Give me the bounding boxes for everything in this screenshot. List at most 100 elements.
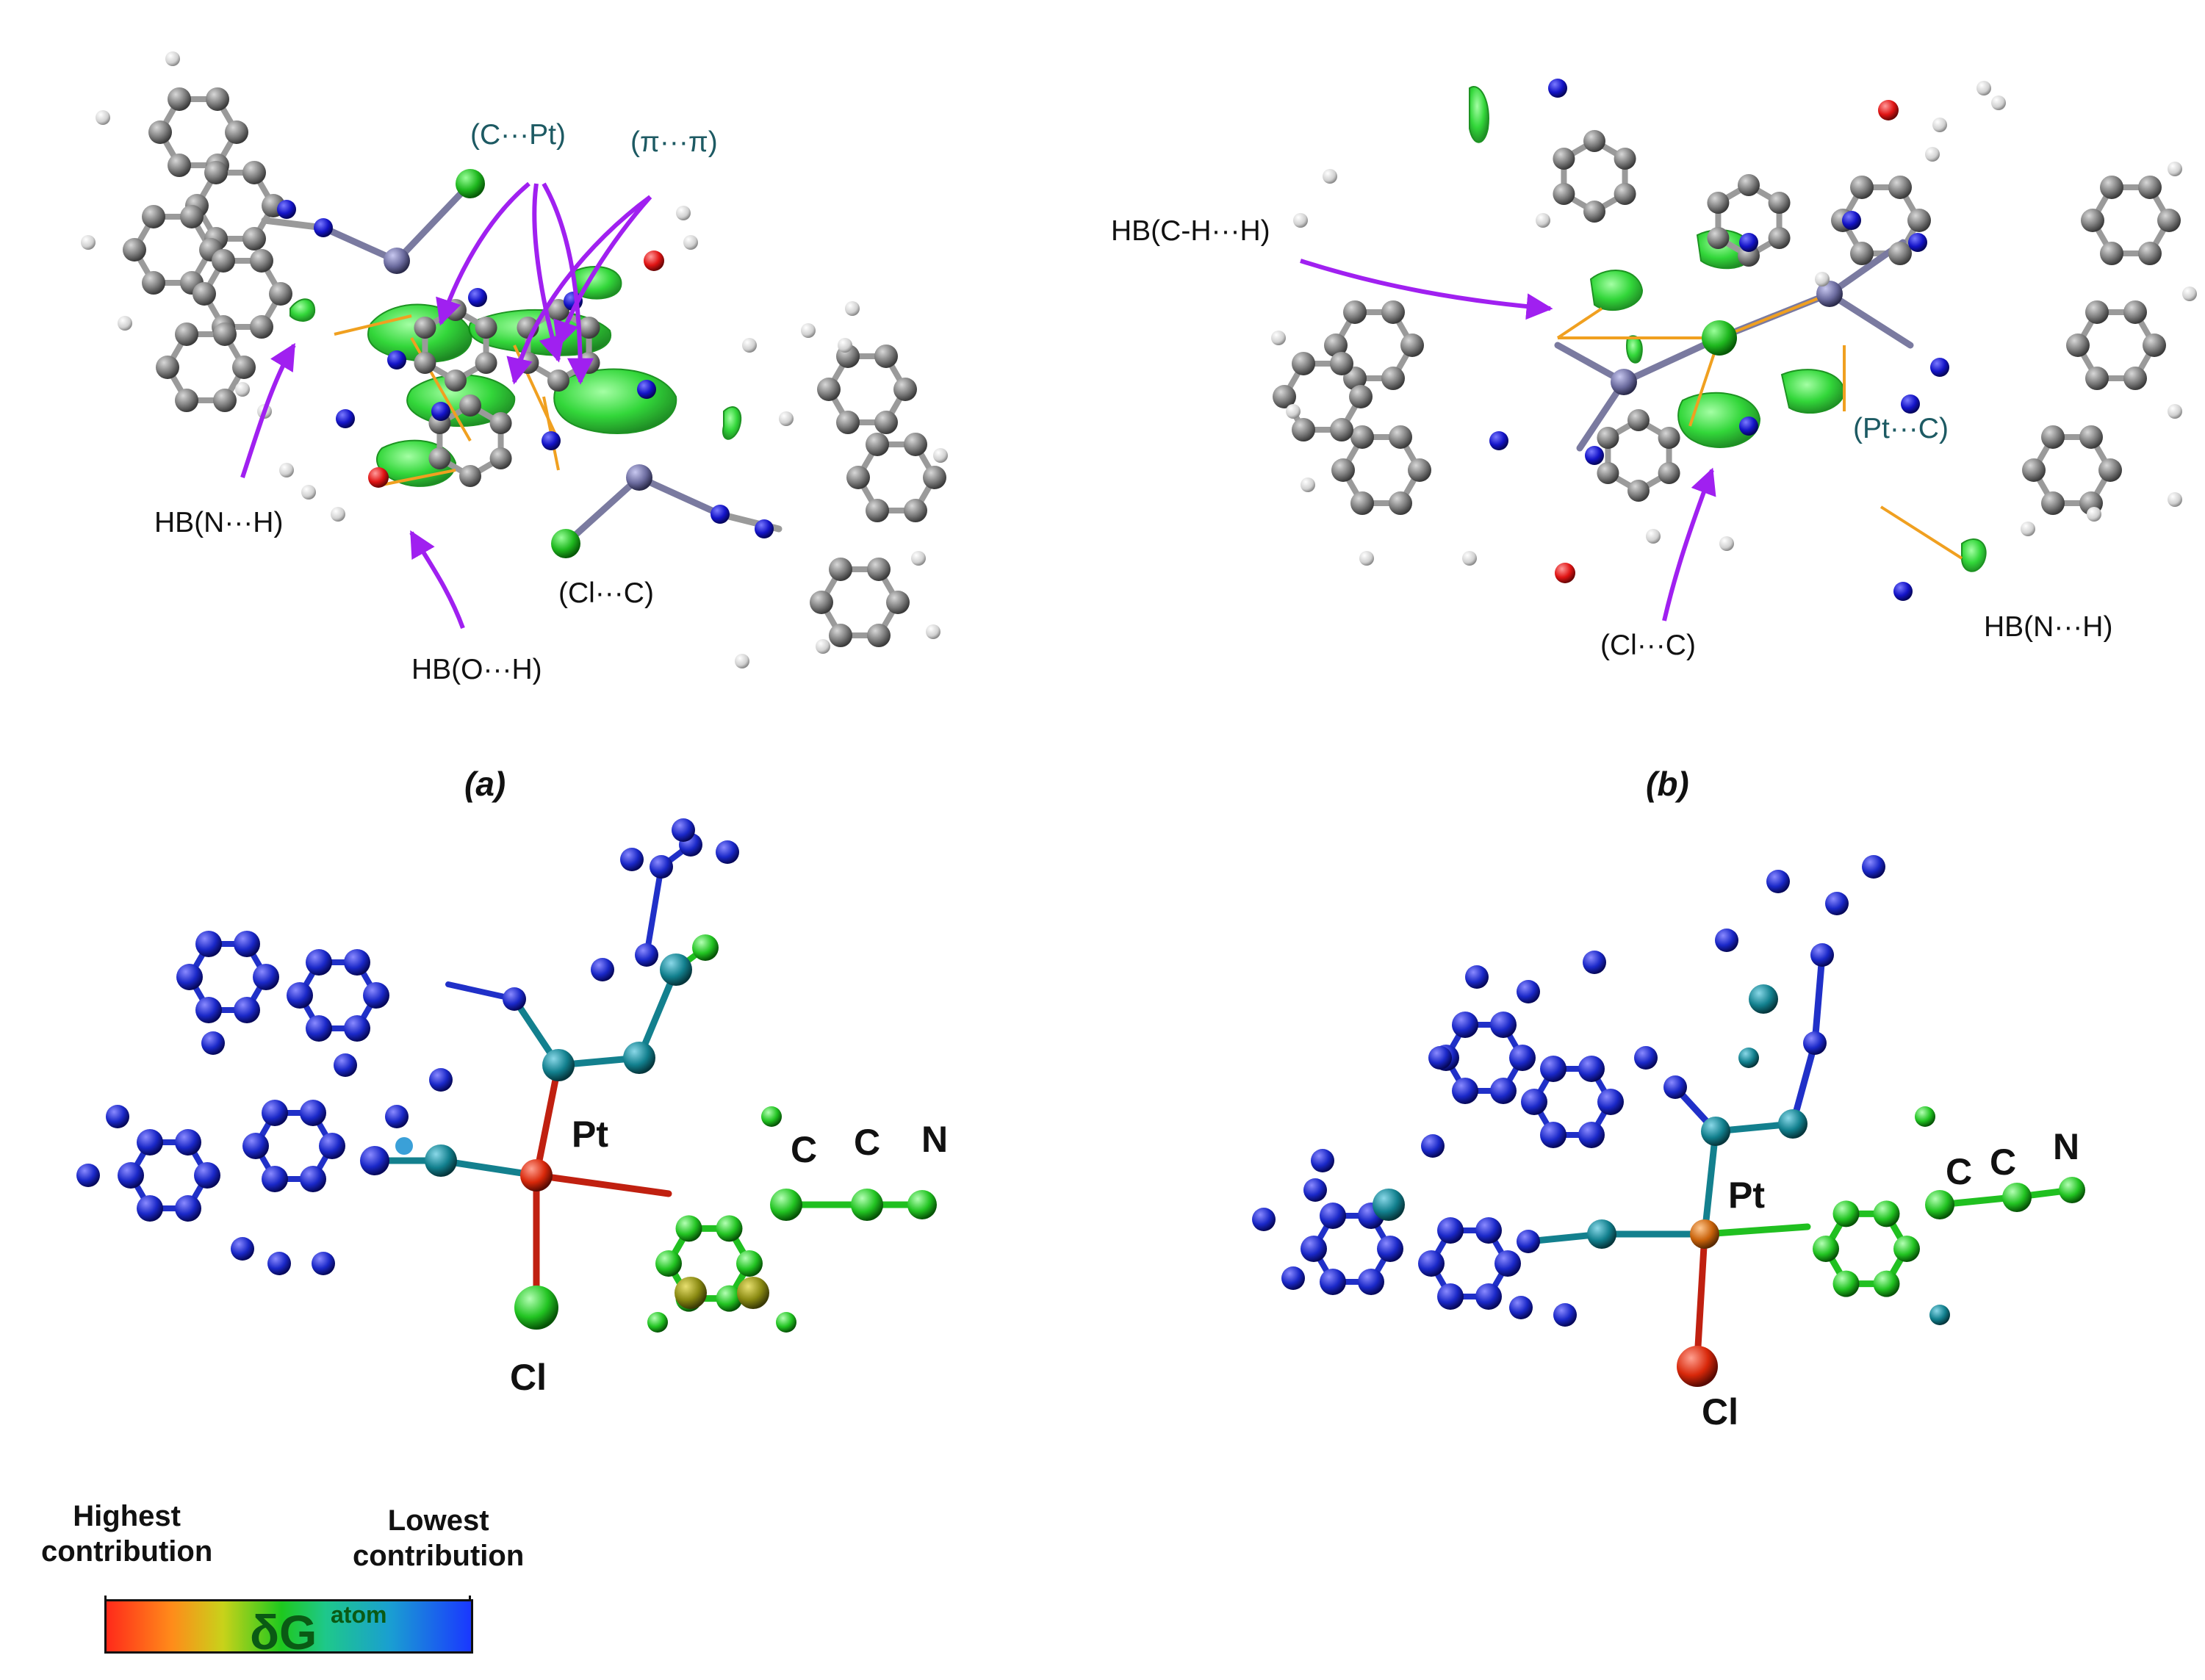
fragment-atom <box>716 1215 743 1242</box>
contribution-atom <box>907 1190 937 1219</box>
annotation-pi-pi: (π···π) <box>630 126 718 158</box>
carbon-atom <box>206 87 229 111</box>
fragment-atom <box>306 948 332 976</box>
carbon-atom <box>2123 300 2147 324</box>
contribution-pt-atom <box>1690 1219 1719 1249</box>
contribution-atom <box>737 1277 769 1309</box>
contribution-cl-atom <box>514 1286 558 1330</box>
contribution-atom <box>360 1146 389 1175</box>
carbon-atom <box>810 591 833 614</box>
contribution-atom <box>716 840 739 864</box>
contribution-atom <box>1663 1075 1687 1099</box>
nitrogen-atom <box>1901 394 1920 414</box>
fragment-atom <box>1832 1270 1860 1297</box>
carbon-atom <box>1389 491 1412 516</box>
carbon-atom <box>1350 425 1374 449</box>
carbon-atom <box>168 87 191 111</box>
carbon-atom <box>1707 192 1730 214</box>
bond-path <box>1880 505 1963 560</box>
contribution-atom <box>1715 929 1738 952</box>
carbon-atom <box>489 447 512 469</box>
oxygen-atom <box>368 467 389 488</box>
contribution-atom <box>1929 1305 1950 1325</box>
fragment-atom <box>306 1015 332 1042</box>
nitrogen-atom <box>431 402 450 421</box>
hydrogen-atom <box>1286 404 1301 419</box>
carbon-atom <box>459 465 481 487</box>
carbon-atom <box>175 389 198 413</box>
fragment-atom <box>1320 1269 1346 1296</box>
contribution-atom <box>635 943 658 967</box>
nitrogen-atom <box>1548 79 1567 98</box>
carbon-atom <box>475 352 497 374</box>
contribution-atom <box>692 934 719 961</box>
carbon-atom <box>1553 148 1575 170</box>
fragment-atom <box>1578 1122 1605 1149</box>
bond <box>533 1061 562 1179</box>
fragment-atom <box>1873 1270 1900 1297</box>
contribution-atom <box>1915 1106 1935 1127</box>
fragment-atom <box>716 1285 743 1312</box>
contribution-atom <box>1252 1208 1276 1231</box>
carbon-atom <box>2138 242 2162 266</box>
carbon-atom <box>886 591 910 614</box>
contribution-atom <box>1421 1134 1445 1158</box>
carbon-atom <box>242 227 266 251</box>
bond <box>1701 1223 1811 1238</box>
contribution-atom <box>1925 1190 1954 1219</box>
nitrogen-atom <box>1489 431 1508 450</box>
nitrogen-atom <box>314 218 333 237</box>
bond <box>1701 1128 1719 1238</box>
carbon-atom <box>269 282 292 306</box>
carbon-atom <box>1292 418 1315 442</box>
hydrogen-atom <box>1991 95 2006 110</box>
annotation-pt-c-b: (Pt···C) <box>1853 413 1949 444</box>
contribution-atom <box>1862 855 1885 879</box>
bond-path <box>1719 292 1830 339</box>
atom-label-c2-right: C <box>1990 1142 2017 1183</box>
fragment-atom <box>1377 1236 1403 1262</box>
legend-lowest-line1: Lowest <box>387 1504 489 1537</box>
contribution-atom <box>1553 1303 1577 1327</box>
hydrogen-atom <box>838 338 852 353</box>
platinum-atom <box>1816 281 1843 307</box>
fragment-atom <box>1490 1011 1517 1038</box>
legend-highest-line2: contribution <box>41 1535 213 1568</box>
hydrogen-atom <box>165 51 180 66</box>
bond <box>1811 951 1826 1047</box>
nitrogen-atom <box>468 288 487 307</box>
carbon-atom <box>1389 425 1412 449</box>
bond <box>644 864 664 958</box>
contribution-atom <box>620 848 644 871</box>
carbon-atom <box>866 499 889 523</box>
hydrogen-atom <box>81 235 96 250</box>
contribution-atom <box>1634 1046 1658 1070</box>
contribution-atom <box>334 1053 357 1077</box>
carbon-atom <box>414 317 436 339</box>
hydrogen-atom <box>926 624 940 639</box>
fragment-atom <box>234 997 260 1024</box>
chlorine-atom <box>456 169 485 198</box>
carbon-atom <box>180 204 204 228</box>
fragment-atom <box>262 1166 288 1193</box>
carbon-atom <box>836 411 860 435</box>
nitrogen-atom <box>1585 446 1604 465</box>
nci-isosurface <box>289 298 316 322</box>
carbon-atom <box>475 317 497 339</box>
carbon-atom <box>923 466 946 489</box>
fragment-atom <box>1540 1055 1566 1082</box>
carbon-atom <box>2041 491 2065 516</box>
nitrogen-atom <box>387 350 406 369</box>
legend-highest-line1: Highest <box>73 1500 181 1532</box>
fragment-atom <box>344 948 370 976</box>
fragment-atom <box>1578 1055 1605 1082</box>
hydrogen-atom <box>1925 147 1940 162</box>
fragment-atom <box>118 1162 144 1189</box>
hydrogen-atom <box>1976 81 1991 95</box>
bond <box>533 1172 672 1197</box>
bond <box>1576 378 1627 452</box>
fragment-atom <box>1490 1078 1517 1105</box>
carbon-atom <box>1597 462 1619 484</box>
carbon-atom <box>1331 458 1355 482</box>
interaction-arrow <box>1662 467 1716 621</box>
